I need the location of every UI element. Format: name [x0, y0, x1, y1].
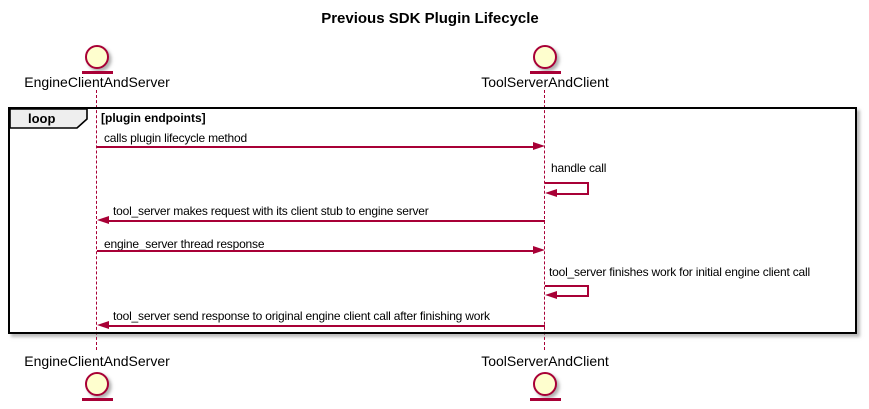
message-1-label: calls plugin lifecycle method — [104, 131, 247, 145]
participant-label-top-left: EngineClientAndServer — [24, 74, 170, 90]
entity-underline — [81, 398, 113, 401]
entity-icon — [81, 372, 113, 401]
entity-underline — [529, 398, 561, 401]
participant-label-top-right: ToolServerAndClient — [481, 74, 609, 90]
participant-label-bottom-right: ToolServerAndClient — [481, 353, 609, 369]
entity-underline — [81, 71, 113, 74]
arrowhead-left-icon — [97, 321, 109, 329]
loop-operator-label: loop — [28, 111, 56, 126]
message-6-label: tool_server send response to original en… — [113, 309, 490, 323]
participant-label-bottom-left: EngineClientAndServer — [24, 353, 170, 369]
message-4-line — [97, 250, 534, 252]
message-3-line — [108, 220, 545, 222]
message-2-line-right — [587, 182, 589, 195]
entity-icon — [529, 372, 561, 401]
message-5-label: tool_server finishes work for initial en… — [549, 265, 810, 279]
message-4-label: engine_server thread response — [104, 237, 265, 251]
message-3-label: tool_server makes request with its clien… — [113, 204, 429, 218]
entity-circle-icon — [85, 372, 109, 396]
entity-circle-icon — [85, 45, 109, 69]
entity-underline — [529, 71, 561, 74]
message-1-line — [97, 146, 534, 148]
message-5-line-top — [545, 285, 589, 287]
lifeline-engine-client-and-server — [96, 90, 97, 350]
loop-guard-label: [plugin endpoints] — [101, 111, 206, 125]
loop-operator-pentagon — [10, 109, 88, 129]
message-2-label: handle call — [551, 161, 607, 175]
message-2-line-bottom — [557, 193, 589, 195]
loop-frame — [8, 107, 857, 334]
message-5-line-right — [587, 285, 589, 297]
entity-circle-icon — [533, 372, 557, 396]
diagram-title: Previous SDK Plugin Lifecycle — [321, 10, 539, 27]
message-6-line — [108, 325, 545, 327]
entity-icon — [81, 45, 113, 74]
arrowhead-left-icon — [545, 291, 557, 299]
arrowhead-left-icon — [545, 189, 557, 197]
entity-icon — [529, 45, 561, 74]
message-5-line-bottom — [557, 295, 589, 297]
arrowhead-right-icon — [533, 246, 545, 254]
arrowhead-right-icon — [533, 142, 545, 150]
entity-circle-icon — [533, 45, 557, 69]
message-2-line-top — [545, 182, 589, 184]
arrowhead-left-icon — [97, 216, 109, 224]
